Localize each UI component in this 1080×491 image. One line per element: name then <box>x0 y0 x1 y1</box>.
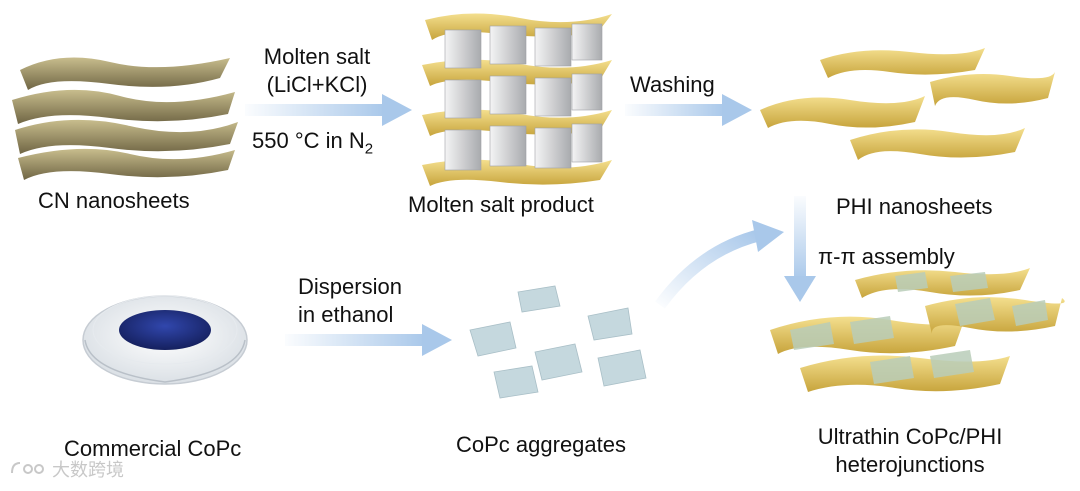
copc-sheet <box>790 322 834 350</box>
copc-sheet <box>597 349 647 387</box>
copc-sheet <box>955 298 995 326</box>
copc-petri-dish <box>82 295 248 385</box>
label-molten-salt-product: Molten salt product <box>408 192 594 217</box>
arrow-washing <box>625 94 752 126</box>
phi-sheet <box>855 268 1030 298</box>
cn-nanosheets-stack <box>12 57 238 180</box>
brand-logo-icon <box>11 462 44 474</box>
label-copc-aggregates: CoPc aggregates <box>456 432 626 457</box>
phi-sheet <box>760 96 925 128</box>
salt-cubes-row <box>444 123 603 171</box>
salt-cubes-row <box>444 23 603 69</box>
label-phi-nanosheets: PHI nanosheets <box>836 194 993 219</box>
copc-sheet <box>870 356 914 384</box>
label-cn-nanosheets: CN nanosheets <box>38 188 190 213</box>
copc-sheet <box>587 307 633 341</box>
phi-nanosheets <box>760 48 1055 160</box>
label-in-ethanol: in ethanol <box>298 302 394 327</box>
phi-sheet <box>820 48 985 78</box>
arrow-molten-salt <box>245 94 412 126</box>
arrow-curved-assembly <box>655 220 784 309</box>
watermark-text: 大数跨境 <box>52 460 124 481</box>
phi-sheet <box>930 72 1055 106</box>
copc-powder <box>119 310 211 350</box>
label-temperature-subscript: 2 <box>364 140 374 158</box>
copc-sheet <box>930 350 974 378</box>
cn-sheet <box>12 89 235 124</box>
cn-sheet <box>18 148 235 180</box>
label-licl-kcl: (LiCl+KCl) <box>266 72 368 97</box>
copc-sheet <box>534 343 583 381</box>
copc-aggregates <box>469 285 647 399</box>
label-washing: Washing <box>630 72 715 97</box>
copc-sheet <box>850 316 894 344</box>
label-molten-salt: Molten salt <box>263 44 371 69</box>
copc-sheet <box>517 285 561 313</box>
label-heterojunctions-line2: heterojunctions <box>835 452 985 477</box>
copc-sheet <box>895 272 928 292</box>
arrow-dispersion <box>285 324 452 356</box>
arrow-pi-assembly <box>784 196 816 302</box>
label-temperature-text: 550 °C in N <box>252 128 365 153</box>
label-temperature: 550 °C in N2 <box>252 128 373 162</box>
label-heterojunctions-line1: Ultrathin CoPc/PHI <box>817 424 1003 449</box>
copc-sheet <box>469 321 517 357</box>
copc-sheet <box>1012 300 1048 326</box>
label-dispersion: Dispersion <box>298 274 402 299</box>
cn-sheet <box>15 119 238 154</box>
cn-sheet <box>20 57 230 90</box>
label-pi-assembly: π-π assembly <box>818 244 955 269</box>
copc-sheet <box>493 365 539 399</box>
molten-salt-product <box>422 13 612 186</box>
watermark: 大数跨境 <box>8 456 124 482</box>
copc-phi-heterojunctions <box>770 268 1065 392</box>
copc-sheet <box>950 272 988 292</box>
phi-sheet <box>850 128 1025 160</box>
label-commercial-copc: Commercial CoPc <box>64 436 242 461</box>
salt-cubes-row <box>444 73 603 119</box>
